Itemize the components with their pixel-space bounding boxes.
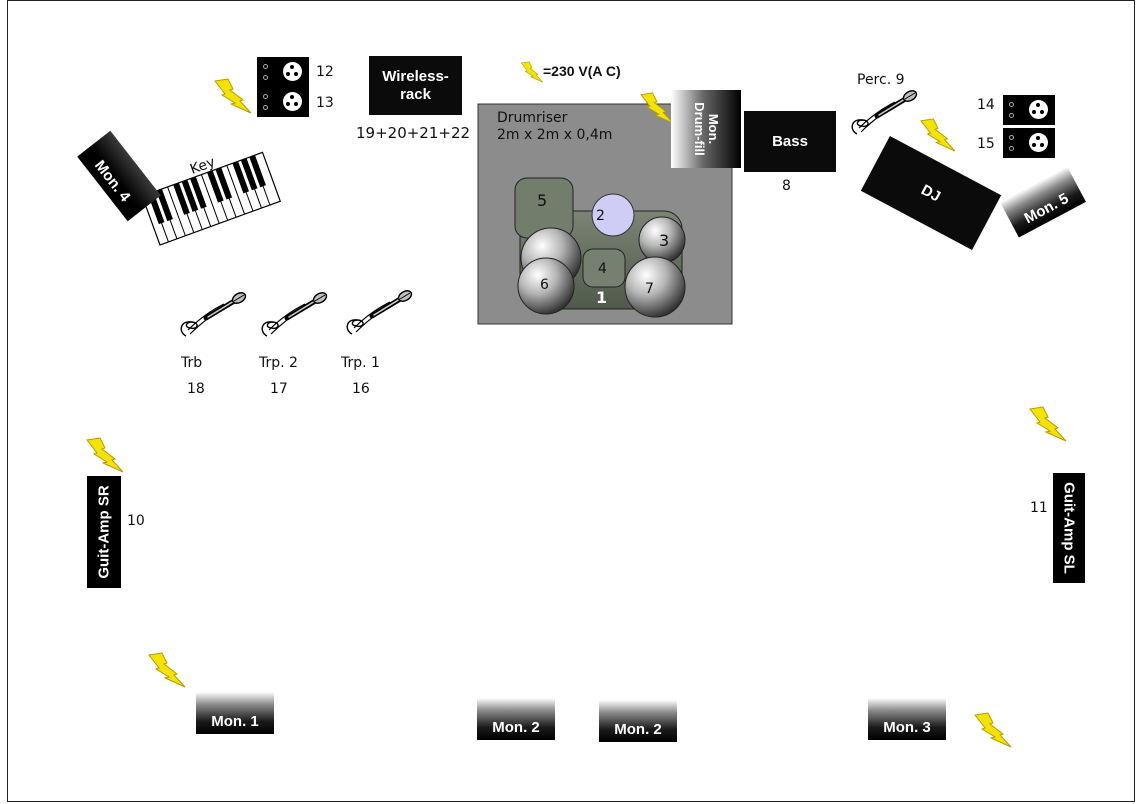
drum-6 [517,257,575,315]
lightning-icon [148,652,186,688]
di-label-15: 15 [977,136,995,152]
perc-label: Perc. 9 [857,72,905,88]
drumriser-title: Drumriser [497,110,568,126]
bass-channel: 8 [782,178,791,194]
horn-name-trb: Trb [181,355,203,371]
lightning-icon [1029,406,1067,442]
lightning-icon [86,437,124,473]
stage-plot-frame [7,0,1135,802]
wireless-rack: Wireless- rack [369,56,462,115]
di-label-12: 12 [316,64,334,80]
monitor-2-left: Mon. 2 [477,698,555,740]
wireless-channels: 19+20+21+22 [356,124,471,142]
lightning-icon [214,78,252,114]
horn-name-trp1: Trp. 1 [341,355,380,371]
di-box-14 [1003,95,1055,125]
guitar-amp-sl: Guit-Amp SL [1053,473,1085,583]
drumriser-size: 2m x 2m x 0,4m [497,127,613,143]
lightning-icon [920,118,956,152]
microphone-icon [347,289,413,334]
horn-channel-17: 17 [270,381,288,397]
drum-label-3: 3 [659,231,670,250]
bass-amp: Bass [744,111,836,172]
di-box-12 [257,57,309,87]
drum-7 [624,256,686,318]
microphone-icon [852,89,918,134]
guitar-sl-channel: 11 [1030,500,1048,516]
drum-label-7: 7 [645,281,654,297]
monitor-1: Mon. 1 [196,692,274,734]
drum-4-case [582,248,626,288]
monitor-2-right: Mon. 2 [599,700,677,742]
drum-label-1: 1 [596,288,608,307]
drum-2 [591,193,635,237]
drum-label-4: 4 [598,261,607,277]
di-label-14: 14 [977,97,995,113]
microphone-icon [262,291,328,336]
lightning-icon [520,61,544,83]
horn-channel-18: 18 [187,381,205,397]
drum-label-6: 6 [540,277,549,293]
lightning-icon [974,712,1012,748]
guitar-sr-channel: 10 [127,513,145,529]
horn-channel-16: 16 [352,381,370,397]
di-box-15 [1003,128,1055,158]
di-box-13 [257,87,309,117]
drum-label-2: 2 [596,208,605,224]
drum-label-5: 5 [537,191,548,210]
di-label-13: 13 [316,95,334,111]
monitor-drumfill: Mon. Drum-fill [671,90,741,168]
guitar-amp-sr: Guit-Amp SR [87,476,121,588]
microphone-icon [181,291,247,336]
horn-name-trp2: Trp. 2 [259,355,298,371]
keyboard-instrument [141,151,282,246]
monitor-3: Mon. 3 [868,698,946,740]
power-legend: =230 V(A C) [543,63,621,79]
